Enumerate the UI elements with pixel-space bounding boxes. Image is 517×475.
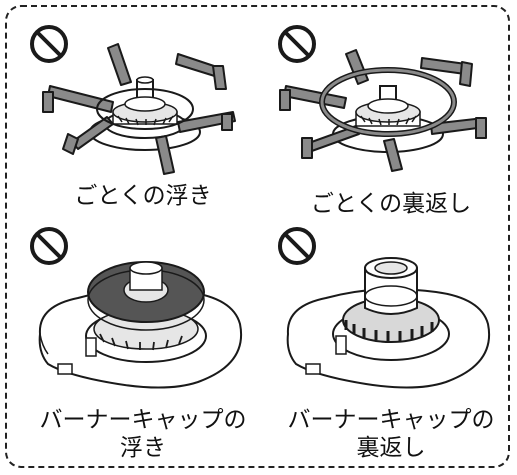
prohibited-icon [278,227,316,265]
burner-cap-lifted-illustration [30,227,243,389]
grate-upside-down-illustration [278,25,487,172]
prohibited-icon [278,25,316,63]
caption-burner-cap-lifted-line2: 浮き [120,435,166,461]
panel-burner-cap-upside-down: バーナーキャップの 裏返し [266,224,516,464]
caption-burner-cap-lifted-line1: バーナーキャップの [39,407,247,433]
prohibited-icon [30,25,68,63]
panel-grate-lifted: ごとくの浮き [18,14,268,214]
grate-lifted-illustration [30,25,236,175]
prohibited-icon [30,227,68,265]
dashed-border-frame [5,5,510,468]
caption-burner-cap-upside-down-line2: 裏返し [356,435,426,461]
caption-burner-cap-upside-down-line1: バーナーキャップの [287,407,495,433]
caption-grate-upside-down: ごとくの裏返し [310,191,472,217]
panel-grate-upside-down: ごとくの裏返し [266,14,516,217]
burner-cap-upside-down-illustration [278,227,491,389]
panel-burner-cap-lifted: バーナーキャップの 浮き [18,224,268,464]
caption-grate-lifted: ごとくの浮き [74,183,212,209]
